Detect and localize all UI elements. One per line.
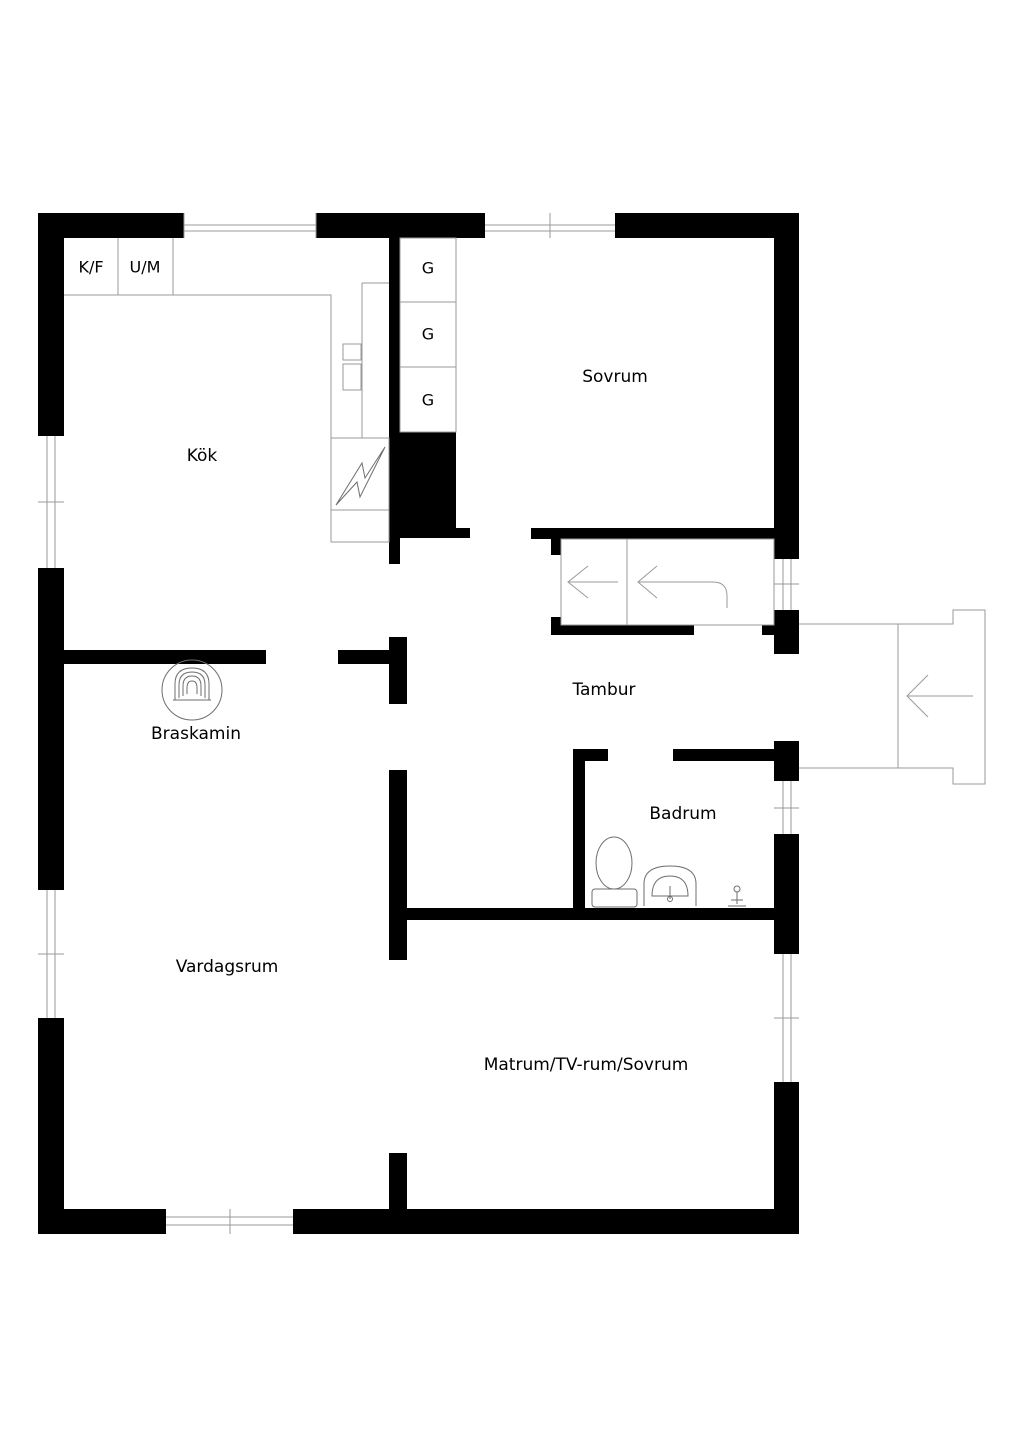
window-left-kitchen [38,436,64,568]
shower-icon [728,885,746,907]
closet [560,538,775,626]
wall-closet-left-top [551,539,561,555]
wall-right-2 [774,610,799,654]
stove [330,437,390,543]
wall-bottom-right [293,1209,799,1234]
sink-icon [643,865,697,906]
chimney-ledge [400,528,470,538]
wall-left-3 [38,1018,64,1234]
wall-hall-vertical-top [389,637,407,704]
wardrobes [399,237,457,433]
window-bottom-living [166,1209,293,1234]
windows [38,213,799,1234]
window-top-bedroom [485,213,615,238]
toilet-icon [591,836,638,908]
wall-kitchen-living [64,650,266,664]
washer-label: U/M [130,258,161,277]
room-label-hall: Tambur [571,680,635,700]
wardrobe-label: G [422,391,434,410]
wall-bathroom-top-left [573,749,608,761]
wall-right-5 [774,1082,799,1234]
wall-living-dining-bottom [389,1153,407,1209]
wall-hall-stub [338,650,400,664]
wall-top-right [615,213,799,238]
window-right-closet [774,559,799,610]
interior-walls [64,238,774,1209]
window-top-kitchen [183,213,317,238]
window-right-bathroom [774,781,799,834]
wall-hall-dining [407,908,774,920]
window-right-dining [774,954,799,1082]
wall-bathroom-left [573,749,585,908]
wall-closet-right-stub [762,625,774,635]
wall-right-3 [774,741,799,781]
wall-left-2 [38,568,64,890]
wall-bedroom-bottom [531,528,774,539]
wall-left-1 [38,213,64,436]
arrow-left-icon [637,565,728,608]
wall-right-4 [774,834,799,954]
fireplace-label: Braskamin [151,724,241,744]
entrance-steps [799,609,986,785]
entrance-arrow-icon [906,674,973,718]
room-label-living: Vardagsrum [176,957,279,977]
wardrobe-label: G [422,259,434,278]
room-label-dining: Matrum/TV-rum/Sovrum [484,1055,689,1075]
chimney [400,432,456,538]
wall-top-middle [316,213,485,238]
room-label-bathroom: Badrum [649,804,716,824]
room-label-kitchen: Kök [187,446,218,466]
wardrobe-label: G [422,325,434,344]
fridge-freezer-label: K/F [78,258,103,277]
window-left-living [38,890,64,1018]
wall-right-1 [774,213,799,559]
room-label-bedroom: Sovrum [582,367,648,387]
wall-kitchen-bedroom [389,238,400,564]
arrow-left-icon [567,565,618,599]
wall-bathroom-top-right [673,749,774,761]
outer-walls [38,213,799,1234]
kitchen-counter [64,238,390,543]
wall-living-hall [389,770,407,960]
fireplace-icon [161,659,223,721]
lightning-icon [335,446,386,506]
wall-closet-bottom [551,625,694,635]
